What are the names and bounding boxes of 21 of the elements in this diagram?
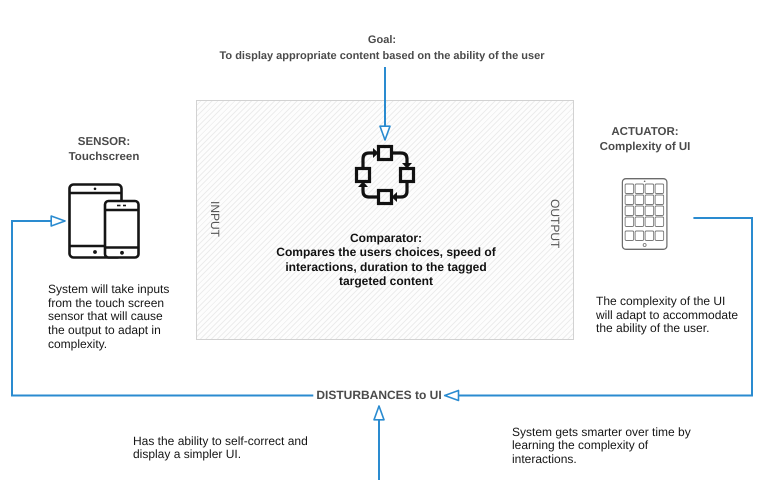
- note-text: System gets smarter over time by learning the complexity of interactions.: [512, 426, 692, 467]
- note-text: Has the ability to self-correct and display a simpler UI.: [133, 434, 309, 462]
- input-label: INPUT: [208, 201, 221, 237]
- goal-text: To display appropriate content based on the ability of the user: [220, 49, 544, 64]
- disturbances-label: DISTURBANCES to UI: [316, 388, 442, 403]
- actuator-heading: ACTUATOR:: [611, 125, 679, 140]
- comparator-description: Compares the users choices, speed of interactions, duration to the tagged targeted content: [275, 245, 497, 288]
- arrow: [444, 217, 753, 402]
- arrow: [373, 405, 385, 480]
- sensor-heading: SENSOR:: [78, 135, 130, 150]
- actuator-type-text: Complexity of UI: [600, 140, 690, 155]
- output-label: OUTPUT: [548, 199, 561, 248]
- goal-heading: Goal:: [368, 33, 396, 48]
- arrow: [379, 67, 391, 141]
- comparator-heading: Comparator:: [350, 231, 422, 246]
- sensor-description: System will take inputs from the touch screen sensor that will cause the output to adapt in complexity.: [48, 283, 170, 352]
- arrow: [11, 215, 314, 396]
- cycle-icon: [353, 143, 417, 207]
- sensor-type-text: Touchscreen: [68, 150, 140, 165]
- comparator-box: [196, 100, 574, 340]
- actuator-description: The complexity of the UI will adapt to accommodate the ability of the user.: [596, 295, 740, 336]
